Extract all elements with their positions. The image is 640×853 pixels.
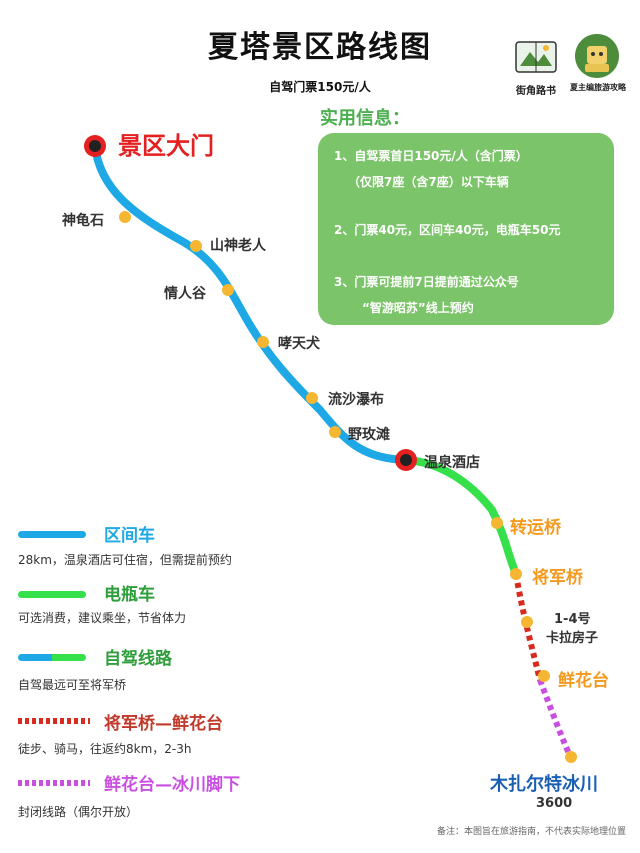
stop-label-kala-line1: 1-4号: [554, 612, 591, 627]
legend-desc-bus: 28km，温泉酒店可住宿，但需提前预约: [18, 553, 232, 567]
stop-label-liusha: 流沙瀑布: [328, 392, 384, 408]
book-logo-icon: [515, 41, 557, 73]
legend-desc-ebike: 可选消费，建议乘坐，节省体力: [18, 611, 187, 625]
stop-label-qingrengu: 情人谷: [164, 286, 206, 302]
legend-title-hike: 将军桥—鲜花台: [104, 714, 223, 734]
stop-label-xiaotianquan: 哮天犬: [278, 336, 320, 352]
legend-bar-hike: [18, 718, 90, 724]
info-line-1: 1、自驾票首日150元/人（含门票）: [334, 149, 528, 163]
page-title: 夏塔景区路线图: [208, 30, 432, 65]
info-line-3: 2、门票40元，区间车40元，电瓶车50元: [334, 223, 561, 237]
stop-label-glacier-altitude: 3600: [536, 796, 573, 811]
ticket-price-subtitle: 自驾门票150元/人: [269, 80, 371, 94]
stop-label-shenguishi: 神龟石: [62, 213, 104, 229]
stop-label-hotel: 温泉酒店: [424, 455, 480, 471]
stop-label-glacier: 木扎尔特冰川: [490, 774, 598, 795]
stop-label-xianhua: 鲜花台: [558, 671, 609, 691]
stop-dot-kala: [521, 616, 533, 628]
info-box: 1、自驾票首日150元/人（含门票） （仅限7座（含7座）以下车辆 2、门票40…: [318, 133, 614, 325]
info-line-5: “智游昭苏”线上预约: [362, 301, 474, 315]
legend-desc-selfdrive: 自驾最远可至将军桥: [18, 678, 127, 692]
stop-label-yemeigui: 野玫滩: [348, 427, 390, 443]
stop-dot-glacier: [565, 751, 577, 763]
stop-label-zhuanyun: 转运桥: [510, 518, 561, 538]
stop-label-shanshen: 山神老人: [210, 238, 266, 254]
stop-dot-zhuanyun: [491, 517, 503, 529]
stop-dot-jiangjun: [510, 568, 522, 580]
legend-bar-selfdrive: [18, 654, 86, 661]
legend-bar-bus: [18, 531, 86, 538]
route-bus: [91, 142, 410, 464]
info-line-2: （仅限7座（含7座）以下车辆: [348, 175, 509, 189]
route-ebike: [402, 456, 520, 578]
stop-dot-yemeigui: [329, 426, 341, 438]
route-hike: [513, 573, 543, 681]
legend-title-closed: 鲜花台—冰川脚下: [104, 775, 240, 795]
info-line-4: 3、门票可提前7日提前通过公众号: [334, 275, 519, 289]
info-title: 实用信息：: [320, 108, 410, 129]
route-closed: [537, 678, 573, 758]
stop-dot-shanshen: [190, 240, 202, 252]
stop-label-jiangjun: 将军桥: [532, 568, 583, 588]
legend-title-bus: 区间车: [104, 526, 155, 546]
logo-left-text: 街角路书: [516, 86, 556, 97]
stop-dot-xianhua: [538, 670, 550, 682]
logo-right-text: 夏主编旅游攻略: [570, 83, 626, 92]
legend-bar-closed: [18, 780, 90, 786]
stop-dot-shenguishi: [119, 211, 131, 223]
stop-label-gate: 景区大门: [118, 132, 214, 160]
legend-desc-closed: 封闭线路（偶尔开放）: [18, 805, 139, 819]
legend-desc-hike: 徒步、骑马，往返约8km，2-3h: [18, 742, 192, 756]
stop-dot-xiaotianquan: [257, 336, 269, 348]
legend-title-selfdrive: 自驾线路: [104, 649, 172, 669]
legend-title-ebike: 电瓶车: [104, 585, 155, 605]
stop-dot-qingrengu: [222, 284, 234, 296]
footer-note: 备注：本图旨在旅游指南，不代表实际地理位置: [436, 827, 626, 837]
stop-dot-liusha: [306, 392, 318, 404]
stop-label-kala-line2: 卡拉房子: [546, 631, 599, 646]
legend-bar-ebike: [18, 591, 86, 598]
avatar-logo-icon: [575, 34, 619, 78]
